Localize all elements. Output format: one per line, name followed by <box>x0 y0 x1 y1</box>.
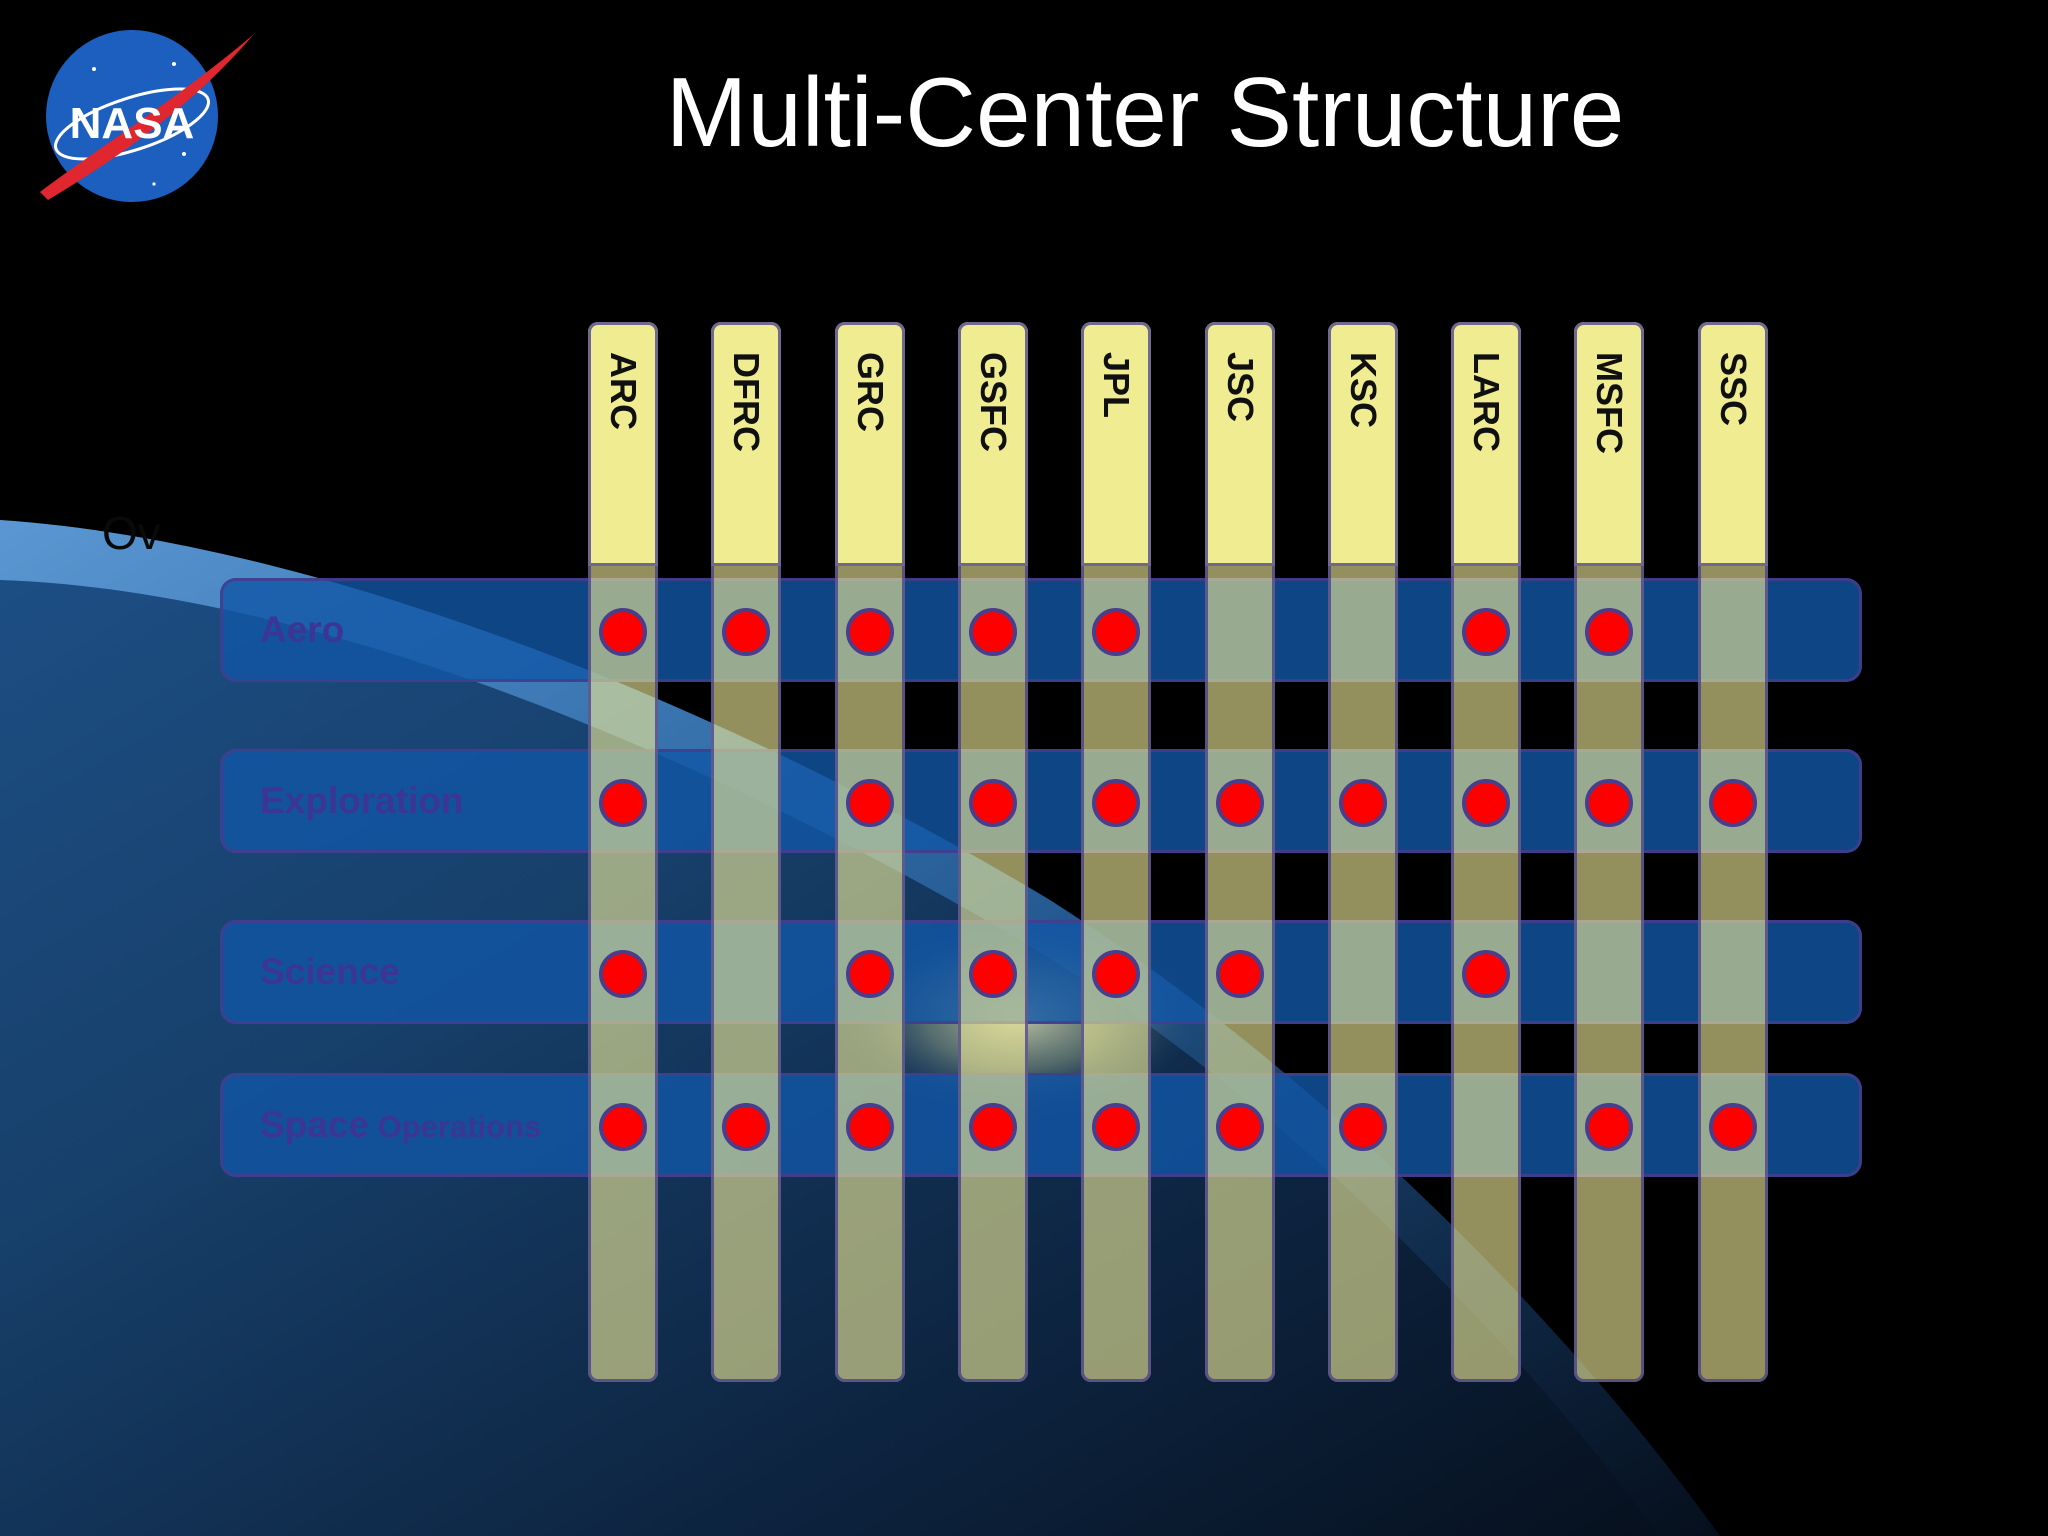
participation-dot <box>722 608 770 656</box>
center-column-header: JPL <box>1081 322 1151 566</box>
participation-dot <box>1462 608 1510 656</box>
slide-title: Multi-Center Structure <box>665 57 1625 167</box>
participation-dot <box>1709 779 1757 827</box>
center-label: KSC <box>1343 352 1384 429</box>
center-column-header: GRC <box>835 322 905 566</box>
participation-dot <box>969 1103 1017 1151</box>
participation-dot <box>1585 779 1633 827</box>
center-column-header: JSC <box>1205 322 1275 566</box>
participation-dot <box>846 950 894 998</box>
participation-dot <box>1709 1103 1757 1151</box>
participation-dot <box>1092 779 1140 827</box>
nasa-meatball-icon: NASA <box>40 30 254 202</box>
participation-dot <box>1216 779 1264 827</box>
participation-dot <box>1462 779 1510 827</box>
center-label: SSC <box>1713 352 1754 427</box>
center-column: LARC <box>1451 322 1521 1382</box>
directorate-label-main: Exploration <box>260 780 464 821</box>
directorate-label-small: Operations <box>369 1109 542 1144</box>
directorate-label: Aero <box>260 578 344 682</box>
center-column-header: GSFC <box>958 322 1028 566</box>
participation-dot <box>722 1103 770 1151</box>
participation-dot <box>1339 1103 1387 1151</box>
center-column: ARC <box>588 322 658 1382</box>
participation-dot <box>1092 608 1140 656</box>
center-column-header: LARC <box>1451 322 1521 566</box>
center-column-header: DFRC <box>711 322 781 566</box>
center-column-header: KSC <box>1328 322 1398 566</box>
center-column: JPL <box>1081 322 1151 1382</box>
directorate-label: Space Operations <box>260 1073 541 1177</box>
participation-dot <box>1585 608 1633 656</box>
center-label: DFRC <box>726 352 767 452</box>
center-column: KSC <box>1328 322 1398 1382</box>
center-label: GRC <box>850 352 891 432</box>
center-column: GSFC <box>958 322 1028 1382</box>
participation-dot <box>599 950 647 998</box>
directorate-label-main: Science <box>260 951 400 992</box>
center-column: DFRC <box>711 322 781 1382</box>
participation-dot <box>969 950 1017 998</box>
nasa-wordmark: NASA <box>70 99 195 148</box>
participation-dot <box>1585 1103 1633 1151</box>
participation-dot <box>1092 950 1140 998</box>
participation-dot <box>969 779 1017 827</box>
center-column: SSC <box>1698 322 1768 1382</box>
center-column: MSFC <box>1574 322 1644 1382</box>
participation-dot <box>1216 950 1264 998</box>
center-column: GRC <box>835 322 905 1382</box>
center-column-header: MSFC <box>1574 322 1644 566</box>
overlapped-text-fragment: Ov <box>102 507 161 559</box>
center-column-header: SSC <box>1698 322 1768 566</box>
center-label: MSFC <box>1589 352 1630 454</box>
directorate-label-main: Aero <box>260 609 345 650</box>
participation-dot <box>1216 1103 1264 1151</box>
center-label: LARC <box>1466 352 1507 452</box>
center-label: ARC <box>603 352 644 430</box>
participation-dot <box>846 608 894 656</box>
center-label: JPL <box>1096 352 1137 419</box>
directorate-label: Science <box>260 920 400 1024</box>
participation-dot <box>969 608 1017 656</box>
participation-dot <box>599 608 647 656</box>
center-column-header: ARC <box>588 322 658 566</box>
directorate-label: Exploration <box>260 749 464 853</box>
directorate-label-main: Space <box>260 1104 370 1145</box>
participation-dot <box>846 1103 894 1151</box>
participation-dot <box>1339 779 1387 827</box>
participation-dot <box>846 779 894 827</box>
participation-dot <box>599 1103 647 1151</box>
center-label: GSFC <box>973 352 1014 453</box>
participation-dot <box>1092 1103 1140 1151</box>
center-label: JSC <box>1220 352 1261 423</box>
participation-dot <box>1462 950 1510 998</box>
participation-dot <box>599 779 647 827</box>
center-column: JSC <box>1205 322 1275 1382</box>
